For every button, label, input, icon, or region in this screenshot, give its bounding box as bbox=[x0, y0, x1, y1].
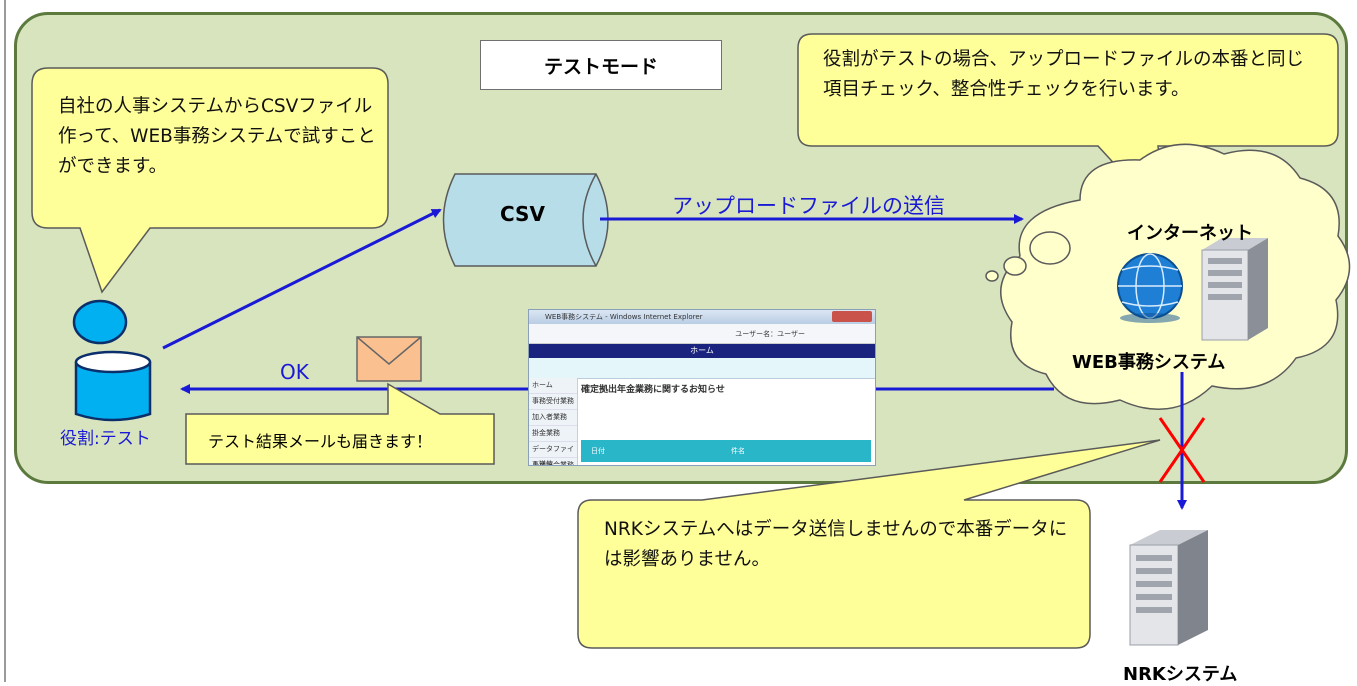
screenshot-col-subject: 件名 bbox=[731, 447, 745, 455]
screenshot-window-title: WEB事務システム - Windows Internet Explorer bbox=[545, 313, 703, 321]
screenshot-col-date: 日付 bbox=[591, 447, 605, 455]
screenshot-user: ユーザー名：ユーザー bbox=[735, 330, 805, 338]
bubble-nrk-text: NRKシステムへはデータ送信しませんので本番データには影響ありません。 bbox=[604, 519, 1068, 570]
bubble-right-text: 役割がテストの場合、アップロードファイルの本番と同じ項目チェック、整合性チェック… bbox=[823, 49, 1305, 100]
screenshot-content: 確定拠出年金業務に関するお知らせ bbox=[581, 382, 869, 395]
nrk-server-icon bbox=[1129, 530, 1208, 646]
csv-label: CSV bbox=[500, 202, 545, 226]
screenshot-header: ユーザー名：ユーザー bbox=[529, 324, 875, 344]
screenshot-side-item: 掛金業務 bbox=[529, 426, 577, 442]
screenshot-side-item: データファイル送信 bbox=[529, 442, 577, 465]
bubble-left-text: 自社の人事システムからCSVファイル作って、WEB事務システムで試すことができま… bbox=[58, 96, 376, 177]
screenshot-side-item: 加入者業務 bbox=[529, 410, 577, 426]
screenshot-notice-title: 確定拠出年金業務に関するお知らせ bbox=[581, 385, 725, 395]
test-mode-title: テストモード bbox=[480, 40, 722, 90]
window-buttons-icon bbox=[832, 311, 872, 322]
arrow-person-to-csv bbox=[162, 208, 442, 350]
screenshot-side-item: 事務照会業務 bbox=[529, 458, 577, 465]
web-system-screenshot: WEB事務システム - Windows Internet Explorer ユー… bbox=[528, 309, 876, 466]
block-cross-icon bbox=[1158, 417, 1206, 483]
screenshot-home-bar: ホーム bbox=[529, 344, 875, 358]
nrk-system-label: NRKシステム bbox=[1123, 664, 1238, 685]
ok-label: OK bbox=[280, 360, 309, 384]
globe-icon bbox=[1117, 253, 1183, 323]
screenshot-sidebar: ホーム 事務受付業務 加入者業務 掛金業務 データファイル送信 事務照会業務 bbox=[529, 378, 578, 465]
screenshot-titlebar: WEB事務システム - Windows Internet Explorer bbox=[529, 310, 875, 324]
upload-label: アップロードファイルの送信 bbox=[672, 194, 945, 218]
screenshot-side-item: 事務受付業務 bbox=[529, 394, 577, 410]
screenshot-table-header: 日付 件名 bbox=[581, 440, 871, 462]
screenshot-side-item: ホーム bbox=[529, 378, 577, 394]
bubble-mail-shape bbox=[185, 382, 495, 465]
internet-label: インターネット bbox=[1127, 223, 1253, 244]
bubble-left-shape bbox=[31, 67, 389, 294]
screenshot-info-row bbox=[529, 358, 875, 379]
page-left-border bbox=[4, 0, 6, 682]
bubble-mail-text: テスト結果メールも届きます！ bbox=[208, 432, 433, 451]
person-icon bbox=[72, 299, 152, 422]
role-label: 役割:テスト bbox=[60, 429, 151, 449]
csv-file-shape bbox=[442, 173, 609, 267]
mail-envelope-icon bbox=[356, 336, 422, 382]
bubble-nrk-shape bbox=[577, 439, 1161, 649]
web-server-icon bbox=[1201, 238, 1268, 341]
web-system-label: WEB事務システム bbox=[1072, 352, 1226, 373]
